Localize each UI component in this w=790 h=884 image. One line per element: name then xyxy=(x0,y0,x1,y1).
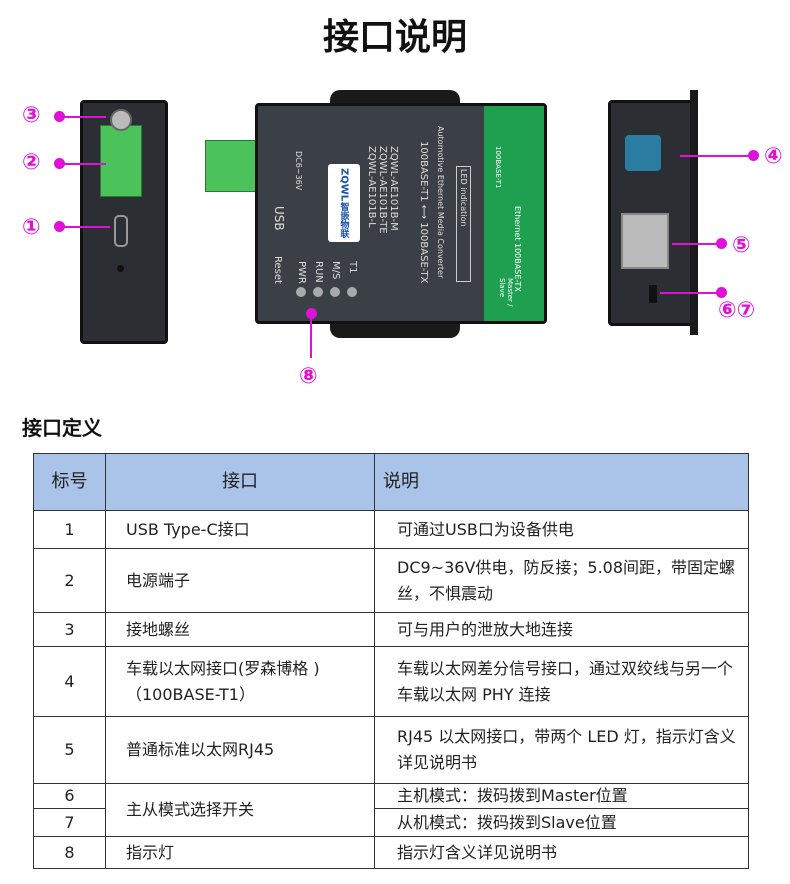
rj45-port xyxy=(621,213,669,269)
model-te: ZQWL-AE101B-TE xyxy=(377,146,388,234)
power-terminal xyxy=(205,140,262,192)
table-header: 标号 接口 说明 xyxy=(33,453,749,511)
led-table: LED indication xyxy=(456,166,471,282)
cell-interface: 指示灯 xyxy=(105,836,375,869)
marker-line xyxy=(310,314,312,358)
t1-connector xyxy=(625,135,661,171)
brand-logo: ZQWL 智嵌物联 xyxy=(328,164,360,242)
led-run xyxy=(313,287,323,297)
led-row: PWR RUN M/S T1 xyxy=(296,261,358,297)
marker-line xyxy=(672,243,718,245)
marker-line xyxy=(680,155,750,157)
marker-line xyxy=(60,116,106,118)
marker-line xyxy=(60,163,106,165)
cell-interface: 普通标准以太网RJ45 xyxy=(105,716,375,784)
marker-6-7: ⑥⑦ xyxy=(718,298,756,323)
power-label: DC6~36V xyxy=(294,151,303,191)
model-list: ZQWL-AE101B-M ZQWL-AE101B-TE ZQWL-AE101B… xyxy=(366,146,399,266)
marker-dot xyxy=(716,238,727,249)
header-number: 标号 xyxy=(33,453,106,511)
model-m: ZQWL-AE101B-M xyxy=(388,146,399,231)
marker-line xyxy=(660,292,718,294)
cell-description: 主机模式：拨码拨到Master位置 xyxy=(374,783,749,809)
cell-interface: 车载以太网接口(罗森博格 )（100BASE-T1） xyxy=(105,646,375,717)
product-desc: Automotive Ethernet Media Converter xyxy=(436,126,445,279)
cell-number: 4 xyxy=(33,646,106,717)
ground-screw xyxy=(110,109,132,131)
master-slave-switch-label: Master / Slave xyxy=(498,278,514,307)
power-terminal xyxy=(100,125,142,197)
marker-8: ⑧ xyxy=(299,364,318,389)
cell-number: 8 xyxy=(33,836,106,869)
cell-description: 从机模式：拨码拨到Slave位置 xyxy=(374,808,749,837)
marker-2: ② xyxy=(22,150,41,175)
brand-name: ZQWL xyxy=(338,168,350,202)
cell-interface: 主从模式选择开关 xyxy=(105,783,375,837)
led-t1 xyxy=(347,287,357,297)
brand-name-cn: 智嵌物联 xyxy=(338,201,349,238)
model-l: ZQWL-AE101B-L xyxy=(366,146,377,228)
led-label-pwr: PWR xyxy=(296,261,307,284)
led-pwr xyxy=(296,287,306,297)
reset-label: Reset xyxy=(272,256,283,284)
marker-5: ⑤ xyxy=(732,233,751,258)
marker-dot xyxy=(716,287,727,298)
reset-hole xyxy=(117,265,124,272)
page-title: 接口说明 xyxy=(322,17,467,58)
cell-number: 3 xyxy=(33,612,106,647)
cell-number: 7 xyxy=(33,808,106,837)
cell-description: 车载以太网差分信号接口，通过双绞线与另一个车载以太网 PHY 连接 xyxy=(374,646,749,717)
marker-3: ③ xyxy=(22,103,41,128)
link-label: 100BASE-T1 ⟷ 100BASE-TX xyxy=(418,141,429,284)
t1-label: 100BASE-T1 xyxy=(494,146,502,189)
cell-description: 可通过USB口为设备供电 xyxy=(374,510,749,549)
cell-interface: 电源端子 xyxy=(105,548,375,613)
marker-dot xyxy=(306,308,317,319)
led-label-t1: T1 xyxy=(347,261,358,274)
cell-description: RJ45 以太网接口，带两个 LED 灯，指示灯含义详见说明书 xyxy=(374,716,749,784)
cell-number: 2 xyxy=(33,548,106,613)
cell-description: DC9~36V供电，防反接；5.08间距，带固定螺丝，不惧震动 xyxy=(374,548,749,613)
mount-tab-right xyxy=(690,90,698,335)
ethernet-label: Ethernet 100BASE-TX xyxy=(513,206,522,292)
marker-dot xyxy=(54,158,65,169)
cell-number: 5 xyxy=(33,716,106,784)
cell-description: 可与用户的泄放大地连接 xyxy=(374,612,749,647)
marker-4: ④ xyxy=(764,144,783,169)
header-interface: 接口 xyxy=(105,453,375,511)
device-side-left xyxy=(80,100,168,344)
usb-c-port xyxy=(114,215,128,247)
usb-label: USB xyxy=(272,206,286,231)
led-label-run: RUN xyxy=(313,261,324,283)
cell-description: 指示灯含义详见说明书 xyxy=(374,836,749,869)
cell-interface: 接地螺丝 xyxy=(105,612,375,647)
device-top-view: USB Reset DC6~36V ZQWL 智嵌物联 ZQWL-AE101B-… xyxy=(255,103,547,324)
led-label-ms: M/S xyxy=(330,261,341,280)
led-ms xyxy=(330,287,340,297)
marker-line xyxy=(60,226,110,228)
dip-switch xyxy=(649,285,657,303)
marker-dot xyxy=(748,150,759,161)
marker-dot xyxy=(54,111,65,122)
marker-dot xyxy=(54,221,65,232)
section-title: 接口定义 xyxy=(22,416,102,440)
ethernet-panel xyxy=(484,106,544,321)
table-row: 7 从机模式：拨码拨到Slave位置 xyxy=(33,808,749,837)
cell-number: 6 xyxy=(33,783,106,809)
cell-number: 1 xyxy=(33,510,106,549)
marker-1: ① xyxy=(22,215,41,240)
cell-interface: USB Type-C接口 xyxy=(105,510,375,549)
header-description: 说明 xyxy=(374,453,749,511)
